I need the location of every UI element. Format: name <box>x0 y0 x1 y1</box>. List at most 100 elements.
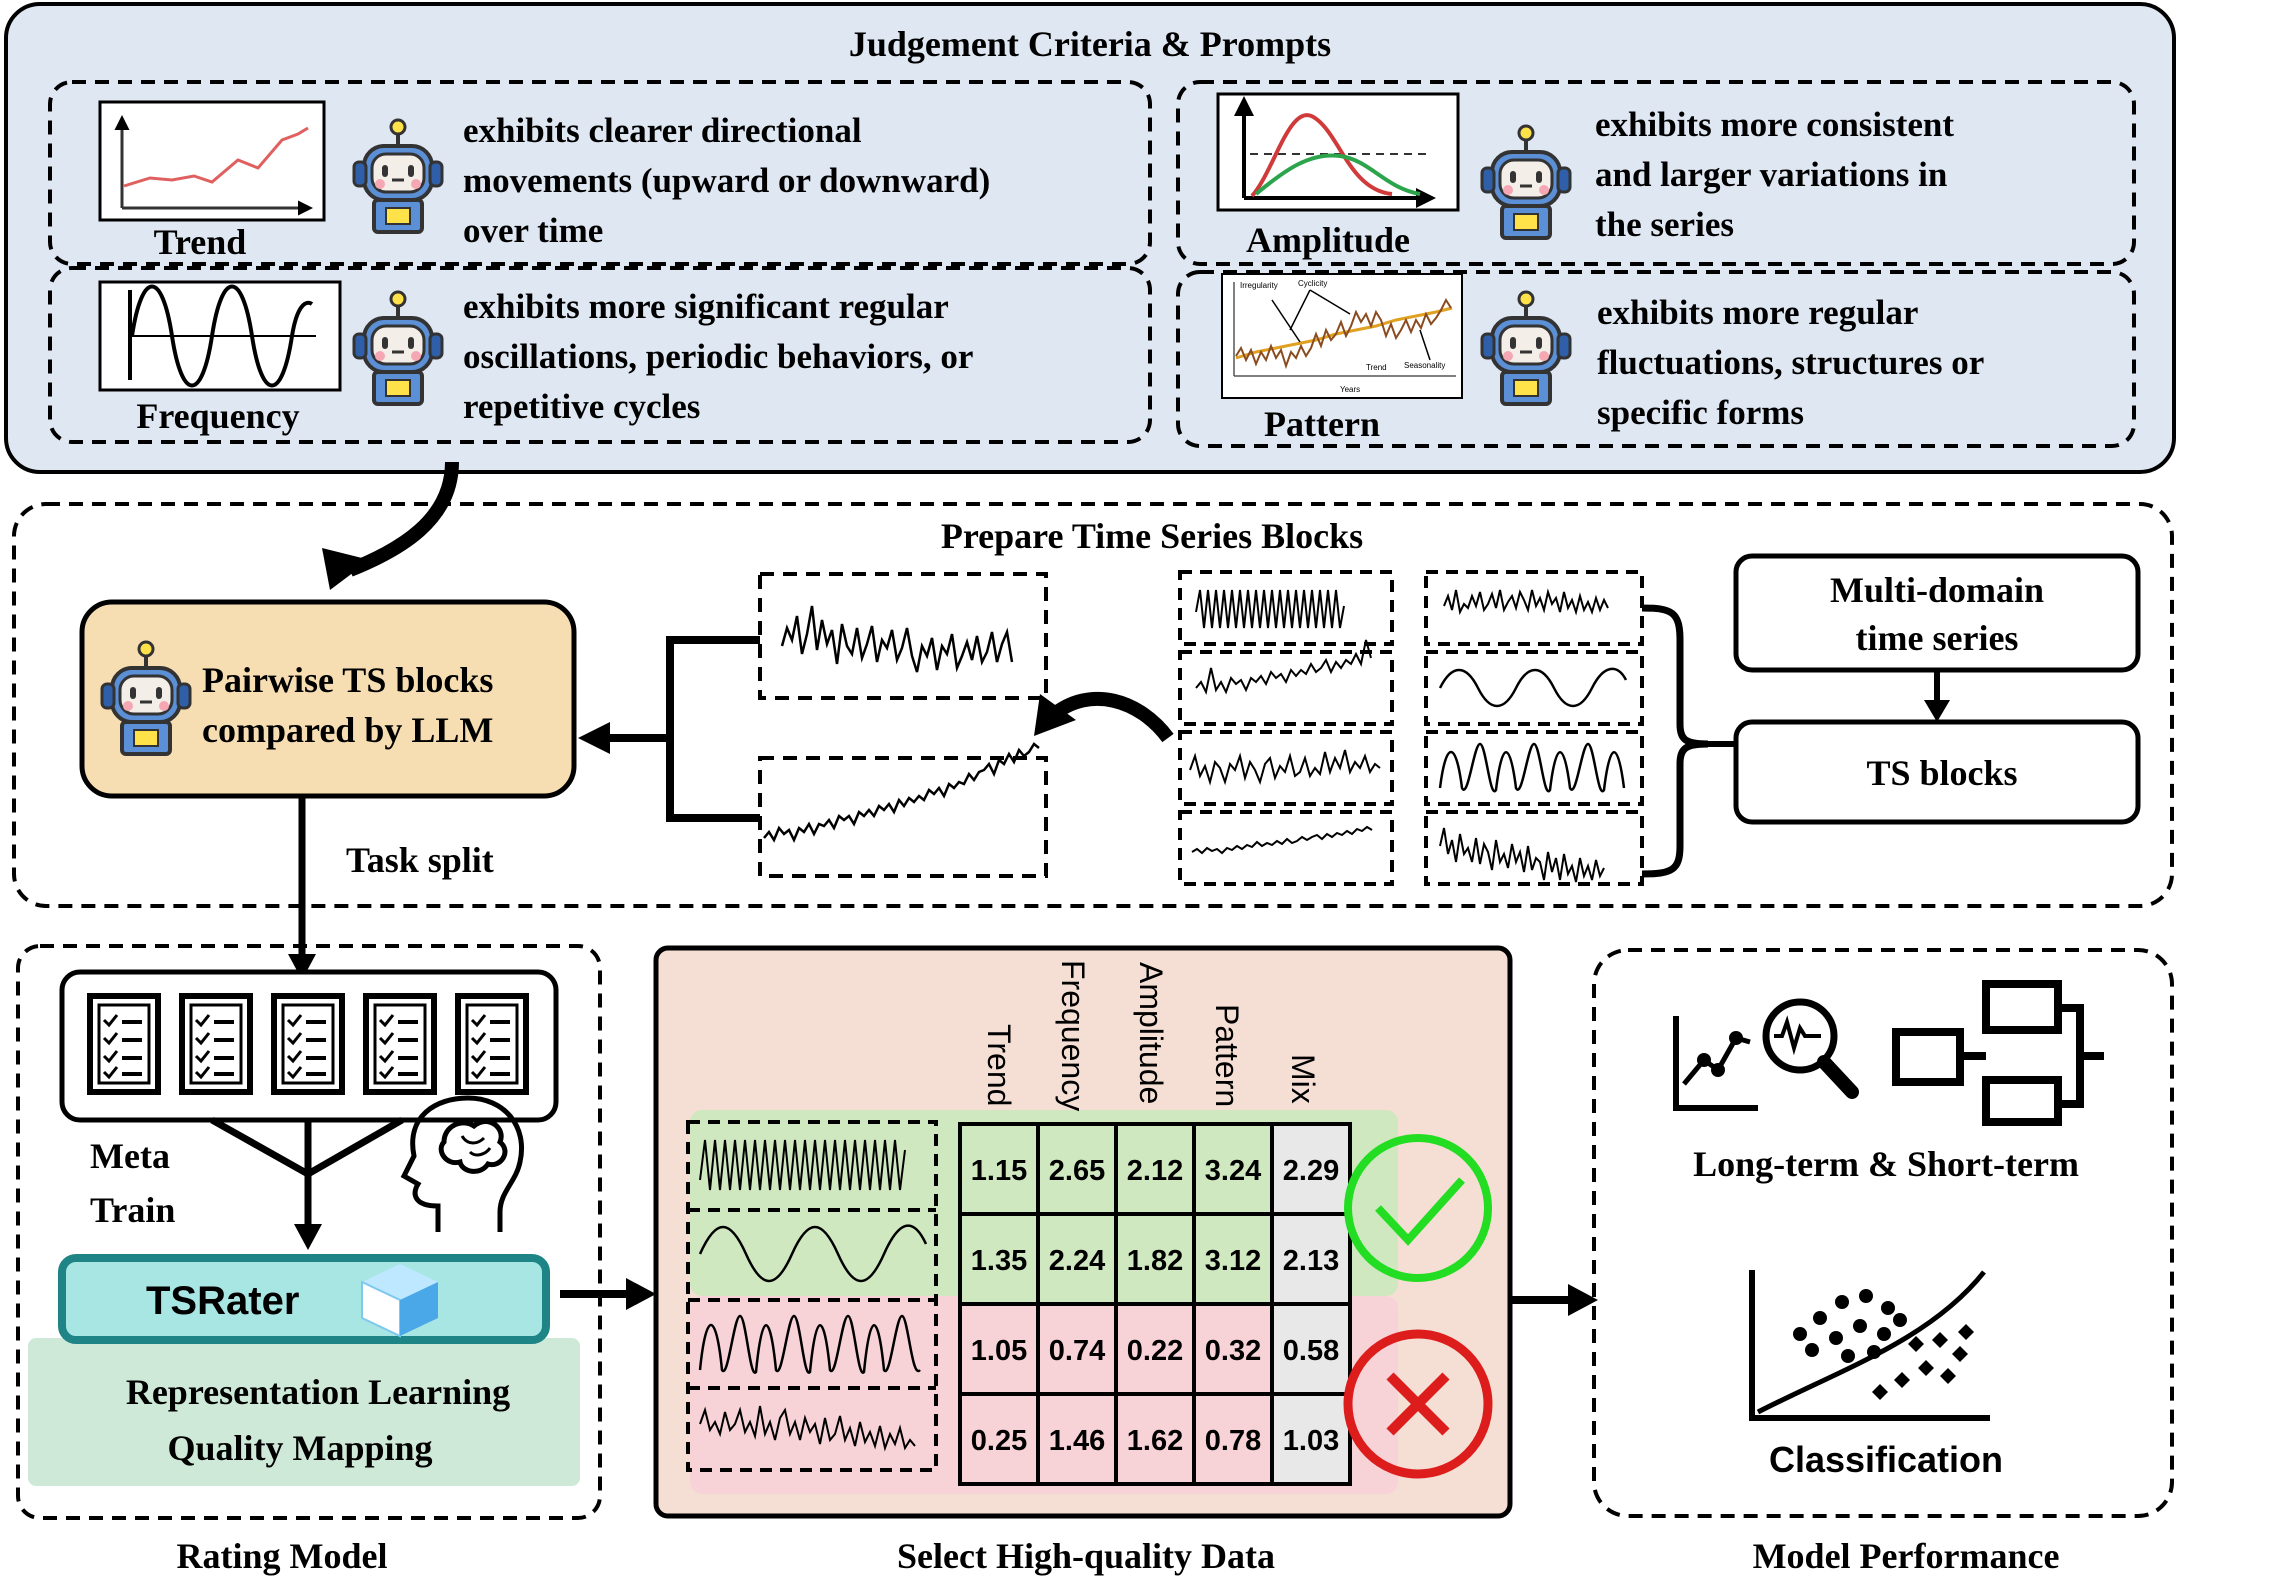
multi-domain-line-2: time series <box>1856 618 2019 658</box>
score-cell: 0.32 <box>1205 1335 1261 1367</box>
pattern-label: Pattern <box>1264 404 1380 444</box>
score-cell-bg <box>1192 1122 1274 1216</box>
selected-series-thumbs <box>686 1120 938 1472</box>
classification-scatter-icon <box>1749 1270 1990 1421</box>
col-header-pattern: Pattern <box>1209 1004 1245 1107</box>
score-cell: 2.13 <box>1283 1245 1339 1277</box>
pool-to-pair-arrow <box>1047 691 1174 743</box>
checklist-icon <box>366 996 434 1092</box>
criteria-to-llm-arrowhead <box>322 548 370 590</box>
score-cell-bg <box>1270 1392 1352 1486</box>
brain-head-icon <box>400 1095 524 1232</box>
pattern-desc-line-1: exhibits more regular <box>1597 293 1918 332</box>
trend-thumbnail <box>98 100 326 222</box>
amplitude-desc-line-3: the series <box>1595 205 1734 244</box>
train-label: Train <box>90 1190 175 1230</box>
pair-bracket <box>666 636 760 822</box>
pool-to-pair-arrowhead <box>1034 694 1076 736</box>
amplitude-label: Amplitude <box>1246 220 1410 260</box>
rating-panel <box>16 944 602 1520</box>
pattern-irregularity-label: Irregularity <box>1240 281 1278 290</box>
pattern-cyclicity-label: Cyclicity <box>1298 279 1327 288</box>
llm-compare-box <box>79 599 577 799</box>
score-cell: 0.78 <box>1205 1425 1261 1457</box>
score-cell-bg <box>1036 1392 1118 1486</box>
col-header-mix: Mix <box>1285 1054 1321 1104</box>
score-cell: 1.03 <box>1283 1425 1339 1457</box>
trend-criterion-box <box>48 80 1152 266</box>
pair-block-1-series <box>780 605 1014 673</box>
score-cell: 3.12 <box>1205 1245 1261 1277</box>
col-header-trend: Trend <box>981 1024 1017 1106</box>
multi-domain-line-1: Multi-domain <box>1830 570 2044 610</box>
block-pool-left <box>1178 570 1394 886</box>
line-chart-magnifier-icon <box>1673 998 1859 1111</box>
criteria-panel <box>4 2 2176 474</box>
score-cell-bg <box>1114 1392 1196 1486</box>
pattern-seasonality-label: Seasonality <box>1404 361 1445 370</box>
prepare-panel <box>12 502 2174 908</box>
frequency-label: Frequency <box>136 396 299 436</box>
ts-blocks-box <box>1733 719 2141 825</box>
forecast-network-icon <box>1892 980 2104 1126</box>
criteria-title: Judgement Criteria & Prompts <box>849 24 1331 64</box>
representation-line-1: Representation Learning <box>126 1372 510 1412</box>
tsrater-label: TSRater <box>146 1279 299 1323</box>
rating-to-select-arrowhead <box>626 1278 656 1310</box>
rating-caption: Rating Model <box>177 1536 388 1576</box>
frequency-criterion-box <box>48 266 1152 444</box>
score-cell: 0.58 <box>1283 1335 1339 1367</box>
amplitude-thumbnail <box>1216 92 1460 212</box>
trend-desc-line-1: exhibits clearer directional <box>463 111 862 150</box>
score-cell-bg <box>1114 1212 1196 1306</box>
pattern-desc-line-3: specific forms <box>1597 393 1804 432</box>
forecast-label: Long-term & Short-term <box>1693 1144 2079 1184</box>
block-pool-right <box>1424 570 1644 886</box>
select-to-performance-arrowhead <box>1568 1284 1598 1316</box>
frequency-desc-line-2: oscillations, periodic behaviors, or <box>463 337 973 376</box>
representation-box <box>28 1338 580 1486</box>
col-header-amplitude: Amplitude <box>1133 962 1169 1104</box>
score-cell: 2.65 <box>1049 1155 1105 1187</box>
amplitude-desc-line-2: and larger variations in <box>1595 155 1947 194</box>
score-cell-bg <box>958 1212 1040 1306</box>
score-cell: 1.05 <box>971 1335 1027 1367</box>
score-cell: 2.24 <box>1049 1245 1105 1277</box>
amplitude-desc-line-1: exhibits more consistent <box>1595 105 1954 144</box>
frequency-desc-line-1: exhibits more significant regular <box>463 287 949 326</box>
score-cell: 3.24 <box>1205 1155 1261 1187</box>
score-cell: 1.82 <box>1127 1245 1183 1277</box>
source-to-blocks-arrowhead <box>1924 700 1950 722</box>
meta-label: Meta <box>90 1136 170 1176</box>
score-cell: 1.35 <box>971 1245 1027 1277</box>
pattern-thumbnail: Irregularity Cyclicity Trend Seasonality… <box>1221 273 1463 399</box>
frequency-thumbnail <box>98 280 342 392</box>
score-cell: 0.74 <box>1049 1335 1105 1367</box>
score-cell: 1.62 <box>1127 1425 1183 1457</box>
representation-line-2: Quality Mapping <box>167 1428 432 1468</box>
score-cell-bg <box>1192 1392 1274 1486</box>
pool-brace <box>1641 604 1709 878</box>
amplitude-criterion-box <box>1176 80 2136 266</box>
frequency-desc-line-3: repetitive cycles <box>463 387 700 426</box>
task-split-label: Task split <box>346 840 494 880</box>
score-cell: 1.46 <box>1049 1425 1105 1457</box>
score-cell: 2.12 <box>1127 1155 1183 1187</box>
score-cell: 0.22 <box>1127 1335 1183 1367</box>
pair-to-llm-arrowhead <box>578 722 610 754</box>
reject-cross-icon <box>1343 1329 1493 1479</box>
pattern-desc-line-2: fluctuations, structures or <box>1597 343 1984 382</box>
checklist-icon <box>182 996 250 1092</box>
checklist-icon <box>90 996 158 1092</box>
ts-blocks-label: TS blocks <box>1866 753 2017 793</box>
score-cell-bg <box>1270 1212 1352 1306</box>
classification-label: Classification <box>1769 1439 2003 1480</box>
select-caption: Select High-quality Data <box>897 1536 1275 1576</box>
pattern-trend-label: Trend <box>1366 363 1387 372</box>
score-cell-bg <box>1192 1302 1274 1396</box>
score-cell: 0.25 <box>971 1425 1027 1457</box>
checklist-icon <box>458 996 526 1092</box>
task-split-arrowhead <box>288 954 316 980</box>
